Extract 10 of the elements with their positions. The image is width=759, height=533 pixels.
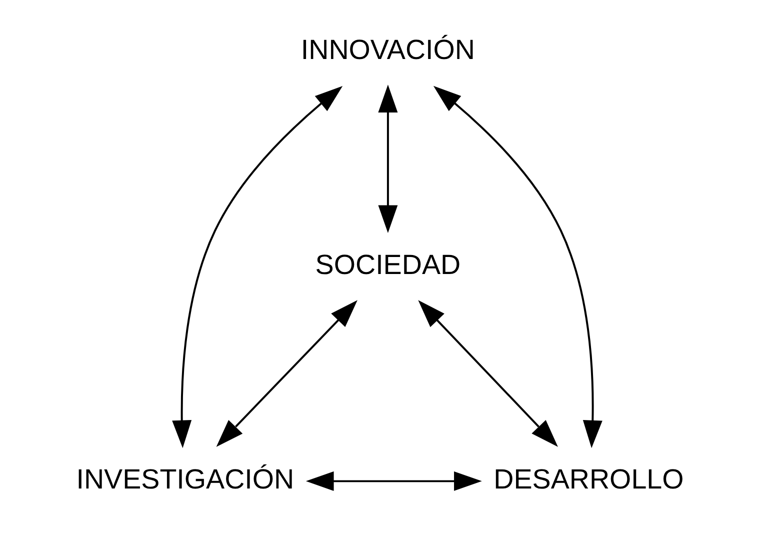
arrow — [378, 84, 398, 234]
arrow — [305, 471, 482, 491]
node-text: INNOVACIÓN — [300, 34, 475, 66]
node-text: SOCIEDAD — [314, 248, 460, 280]
arrow — [216, 300, 357, 447]
arrow — [418, 300, 558, 447]
node-text: INVESTIGACIÓN — [76, 464, 294, 495]
node-text: DESARROLLO — [493, 464, 684, 495]
arrow — [172, 86, 342, 448]
arrow — [432, 86, 602, 448]
